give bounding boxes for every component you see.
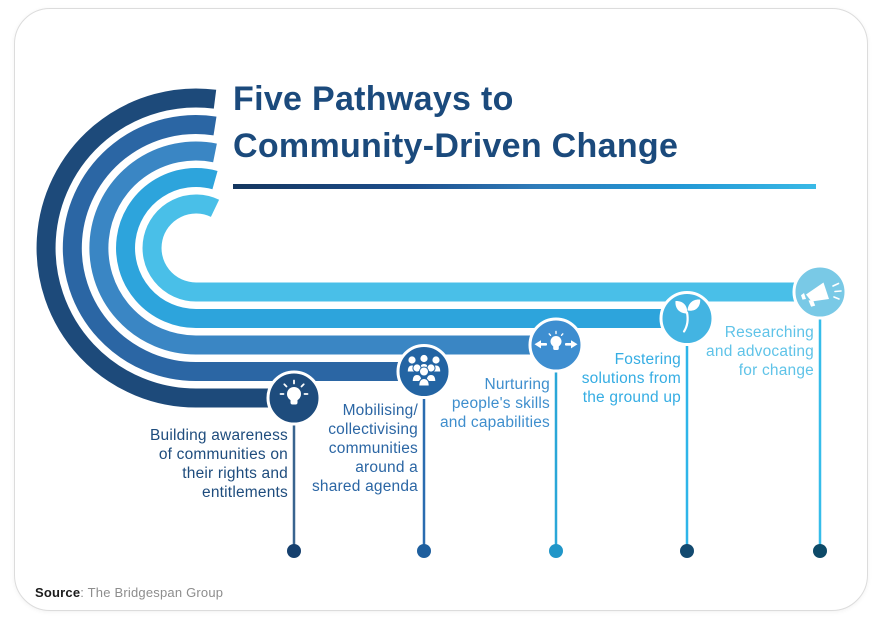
lightbulb-arrows-icon bbox=[534, 330, 578, 350]
source-label: Source bbox=[35, 585, 81, 600]
pathway-end-dots bbox=[287, 544, 827, 558]
end-dot-2 bbox=[417, 544, 431, 558]
people-group-icon bbox=[407, 354, 441, 387]
lightbulb-icon bbox=[279, 379, 309, 405]
title-underline-gradient-bar bbox=[233, 184, 816, 189]
source-text: : The Bridgespan Group bbox=[80, 585, 224, 600]
end-dot-3 bbox=[549, 544, 563, 558]
pathway-drop-lines bbox=[292, 319, 822, 547]
pathway-label-mobilising-communities: Mobilising/ collectivising communities a… bbox=[311, 402, 418, 495]
end-dot-1 bbox=[287, 544, 301, 558]
end-dot-4 bbox=[680, 544, 694, 558]
megaphone-icon bbox=[801, 282, 842, 307]
pathway-label-researching-advocating: Researching and advocating for change bbox=[706, 324, 814, 379]
pathway-ring-4 bbox=[116, 168, 687, 328]
pathway-ring-2 bbox=[62, 115, 424, 381]
pathway-ring-3 bbox=[89, 141, 556, 355]
end-dot-5 bbox=[813, 544, 827, 558]
seedling-icon bbox=[675, 299, 701, 333]
pathway-label-nurturing-skills: Nurturing people's skills and capabiliti… bbox=[439, 376, 550, 431]
pathway-ring-5 bbox=[142, 194, 820, 302]
source-attribution: Source: The Bridgespan Group bbox=[35, 585, 223, 600]
pathway-ring-1 bbox=[36, 88, 294, 408]
pathway-label-fostering-solutions: Fostering solutions from the ground up bbox=[581, 351, 681, 406]
pathway-label-building-awareness: Building awareness of communities on the… bbox=[149, 427, 288, 501]
page-title: Five Pathways to Community-Driven Change bbox=[233, 80, 679, 165]
pathway-rings bbox=[36, 88, 820, 408]
